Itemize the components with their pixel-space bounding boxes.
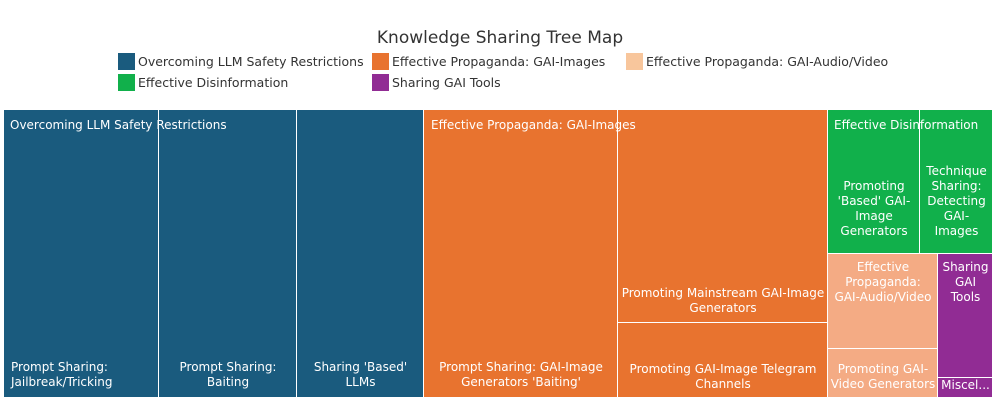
treemap-tile[interactable] [4,110,159,398]
legend-item[interactable]: Effective Disinformation [118,74,288,91]
legend-item[interactable]: Effective Propaganda: GAI-Images [372,53,605,70]
legend-label: Sharing GAI Tools [392,75,501,90]
legend-swatch [118,53,135,70]
tile-label: Technique Sharing: Detecting GAI- Images [926,164,987,238]
tile-label: Promoting GAI- Video Generators [830,362,936,391]
legend-swatch [372,74,389,91]
legend-label: Effective Propaganda: GAI-Audio/Video [646,54,889,69]
group-label: Effective Disinformation [834,118,979,132]
tile-label: Promoting 'Based' GAI- Image Generators [837,179,911,238]
tile-label: Prompt Sharing: GAI-Image Generators 'Ba… [439,360,603,389]
legend-item[interactable]: Overcoming LLM Safety Restrictions [118,53,364,70]
legend-item[interactable]: Effective Propaganda: GAI-Audio/Video [626,53,888,70]
legend-label: Effective Propaganda: GAI-Images [392,54,606,69]
legend-item[interactable]: Sharing GAI Tools [372,74,501,91]
treemap-tile[interactable] [297,110,424,398]
treemap-tile[interactable] [920,110,993,254]
legend-label: Overcoming LLM Safety Restrictions [138,54,364,69]
tile-label: Prompt Sharing: Jailbreak/Tricking [11,360,113,389]
tile-label: Prompt Sharing: Baiting [179,360,277,389]
legend-label: Effective Disinformation [138,75,289,90]
treemap-tile[interactable] [938,254,993,378]
chart-title: Knowledge Sharing Tree Map [376,28,624,48]
tile-label: Effective Propaganda: GAI-Audio/Video [834,260,932,304]
legend-swatch [372,53,389,70]
tile-label: Promoting GAI-Image Telegram Channels [629,362,817,391]
legend-swatch [626,53,643,70]
tile-label: Promoting Mainstream GAI-Image Generator… [621,286,825,315]
group-label: Overcoming LLM Safety Restrictions [10,118,227,132]
treemap-tile[interactable] [618,323,828,398]
treemap-tile[interactable] [938,378,993,398]
treemap-tile[interactable] [424,110,618,398]
tile-label: Miscel... [941,378,990,392]
legend-swatch [118,74,135,91]
tile-label: Sharing 'Based' LLMs [313,360,408,389]
treemap-tile[interactable] [618,110,828,323]
treemap-tile[interactable] [828,349,938,398]
treemap-tile[interactable] [828,254,938,349]
group-label: Effective Propaganda: GAI-Images [431,118,636,132]
treemap-tile[interactable] [828,110,920,254]
tile-label: Sharing GAI Tools [942,260,989,304]
treemap-tile[interactable] [159,110,297,398]
